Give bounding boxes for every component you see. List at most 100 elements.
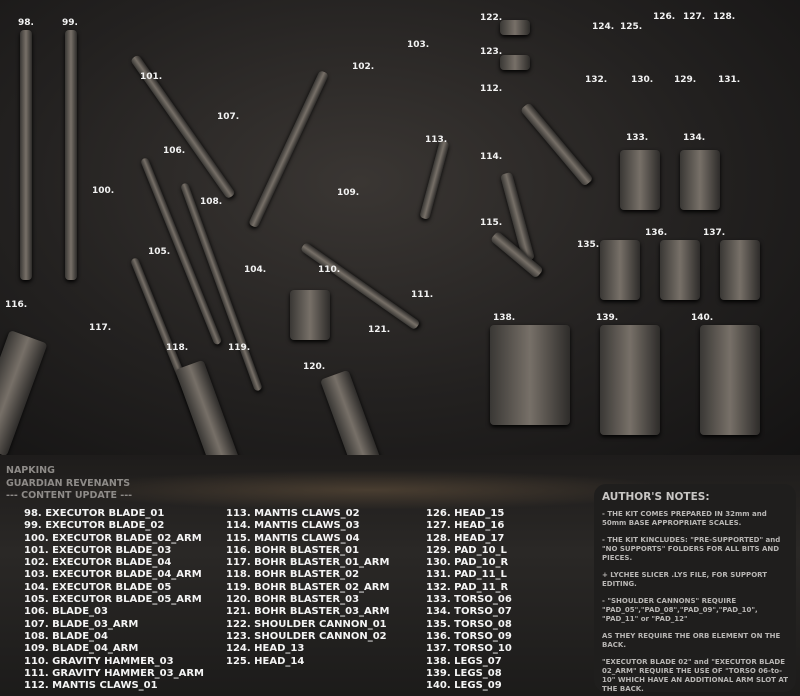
parts-list-item: 99. EXECUTOR BLADE_02 <box>24 520 165 532</box>
parts-list-item: 131. PAD_11_L <box>426 569 507 581</box>
parts-list-item: 117. BOHR BLASTER_01_ARM <box>226 557 390 569</box>
miniature-part <box>600 240 640 300</box>
part-number-label: 115. <box>480 218 503 228</box>
part-number-label: 135. <box>577 240 600 250</box>
parts-list-item: 126. HEAD_15 <box>426 508 505 519</box>
part-number-label: 106. <box>163 146 186 156</box>
part-number-label: 102. <box>352 62 375 72</box>
parts-list-item: 134. TORSO_07 <box>426 606 512 618</box>
parts-list-item: 129. PAD_10_L <box>426 544 507 556</box>
miniature-part <box>490 325 570 425</box>
parts-list-item: 135. TORSO_08 <box>426 618 512 630</box>
part-number-label: 134. <box>683 133 706 143</box>
part-number-label: 111. <box>411 290 434 300</box>
parts-list-item: 119. BOHR BLASTER_02_ARM <box>226 581 390 593</box>
part-number-label: 132. <box>585 75 608 85</box>
miniature-part <box>680 150 720 210</box>
parts-list-item: 118. BOHR BLASTER_02 <box>226 569 360 581</box>
parts-list-item: 106. BLADE_03 <box>24 606 108 618</box>
note-paragraph: "EXECUTOR BLADE 02" and "EXECUTOR BLADE … <box>602 658 789 693</box>
miniature-part <box>660 240 700 300</box>
parts-list-item: 110. GRAVITY HAMMER_03 <box>24 655 174 667</box>
parts-list-item: 125. HEAD_14 <box>226 655 305 667</box>
part-number-label: 99. <box>62 18 78 28</box>
part-number-label: 100. <box>92 186 115 196</box>
part-number-label: 133. <box>626 133 649 143</box>
parts-list-item: 133. TORSO_06 <box>426 594 512 606</box>
parts-list-item: 127. HEAD_16 <box>426 520 505 532</box>
parts-list-item: 136. TORSO_09 <box>426 630 512 642</box>
miniature-part <box>65 30 77 280</box>
parts-list-item: 116. BOHR BLASTER_01 <box>226 544 360 556</box>
parts-list-item: 101. EXECUTOR BLADE_03 <box>24 544 172 556</box>
miniature-part <box>520 102 594 187</box>
parts-list-item: 108. BLADE_04 <box>24 630 108 642</box>
parts-list-item: 103. EXECUTOR BLADE_04_ARM <box>24 569 202 581</box>
part-number-label: 137. <box>703 228 726 238</box>
part-number-label: 118. <box>166 343 189 353</box>
part-number-label: 139. <box>596 313 619 323</box>
parts-list-item: 100. EXECUTOR BLADE_02_ARM <box>24 532 202 544</box>
miniature-part <box>290 290 330 340</box>
miniature-part <box>0 330 48 457</box>
part-number-label: 128. <box>713 12 736 22</box>
part-number-label: 104. <box>244 265 267 275</box>
part-number-label: 127. <box>683 12 706 22</box>
part-number-label: 113. <box>425 135 448 145</box>
authors-notes: AUTHOR'S NOTES: - THE KIT COMES PREPARED… <box>594 484 796 693</box>
part-number-label: 140. <box>691 313 714 323</box>
parts-list-item: 123. SHOULDER CANNON_02 <box>226 630 387 642</box>
kit-title: GUARDIAN REVENANTS <box>6 478 131 489</box>
part-number-label: 124. <box>592 22 615 32</box>
parts-list-item: 132. PAD_11_R <box>426 581 509 593</box>
miniature-part <box>600 325 660 435</box>
miniature-part <box>248 70 330 229</box>
parts-list-item: 120. BOHR BLASTER_03 <box>226 594 360 606</box>
parts-render: 98.99.100.101.102.103.104.105.106.107.10… <box>0 0 800 503</box>
parts-list-item: 112. MANTIS CLAWS_01 <box>24 680 158 692</box>
miniature-part <box>700 325 760 435</box>
part-number-label: 109. <box>337 188 360 198</box>
parts-list-item: 107. BLADE_03_ARM <box>24 618 139 630</box>
miniature-part <box>620 150 660 210</box>
part-number-label: 120. <box>303 362 326 372</box>
brand-name: NAPKING <box>6 465 55 476</box>
parts-list-item: 105. EXECUTOR BLADE_05_ARM <box>24 594 202 606</box>
part-number-label: 103. <box>407 40 430 50</box>
parts-list-item: 139. LEGS_08 <box>426 667 502 679</box>
part-number-label: 131. <box>718 75 741 85</box>
part-number-label: 112. <box>480 84 503 94</box>
parts-list-item: 114. MANTIS CLAWS_03 <box>226 520 360 532</box>
part-number-label: 129. <box>674 75 697 85</box>
part-number-label: 121. <box>368 325 391 335</box>
note-paragraph: AS THEY REQUIRE THE ORB ELEMENT ON THE B… <box>602 632 781 649</box>
parts-list-item: 138. LEGS_07 <box>426 655 502 667</box>
miniature-part <box>500 20 530 35</box>
parts-list-item: 137. TORSO_10 <box>426 643 512 655</box>
parts-list-item: 121. BOHR BLASTER_03_ARM <box>226 606 390 618</box>
parts-list-item: 122. SHOULDER CANNON_01 <box>226 618 387 630</box>
part-number-label: 110. <box>318 265 341 275</box>
part-number-label: 98. <box>18 18 34 28</box>
parts-list-item: 113. MANTIS CLAWS_02 <box>226 508 360 519</box>
kit-subtitle: --- CONTENT UPDATE --- <box>6 490 133 501</box>
part-number-label: 105. <box>148 247 171 257</box>
note-paragraph: - THE KIT COMES PREPARED IN 32mm and 50m… <box>602 510 767 527</box>
parts-list-item: 102. EXECUTOR BLADE_04 <box>24 557 172 569</box>
note-paragraph: - "SHOULDER CANNONS" REQUIRE "PAD_05","P… <box>602 597 758 623</box>
part-number-label: 123. <box>480 47 503 57</box>
parts-list-item: 104. EXECUTOR BLADE_05 <box>24 581 172 593</box>
parts-list-item: 140. LEGS_09 <box>426 680 502 692</box>
parts-list-item: 128. HEAD_17 <box>426 532 505 544</box>
part-number-label: 122. <box>480 13 503 23</box>
parts-list-item: 109. BLADE_04_ARM <box>24 643 139 655</box>
part-number-label: 136. <box>645 228 668 238</box>
part-number-label: 116. <box>5 300 28 310</box>
part-number-label: 126. <box>653 12 676 22</box>
miniature-part <box>500 55 530 70</box>
parts-list-item: 111. GRAVITY HAMMER_03_ARM <box>24 667 204 679</box>
part-number-label: 101. <box>140 72 163 82</box>
